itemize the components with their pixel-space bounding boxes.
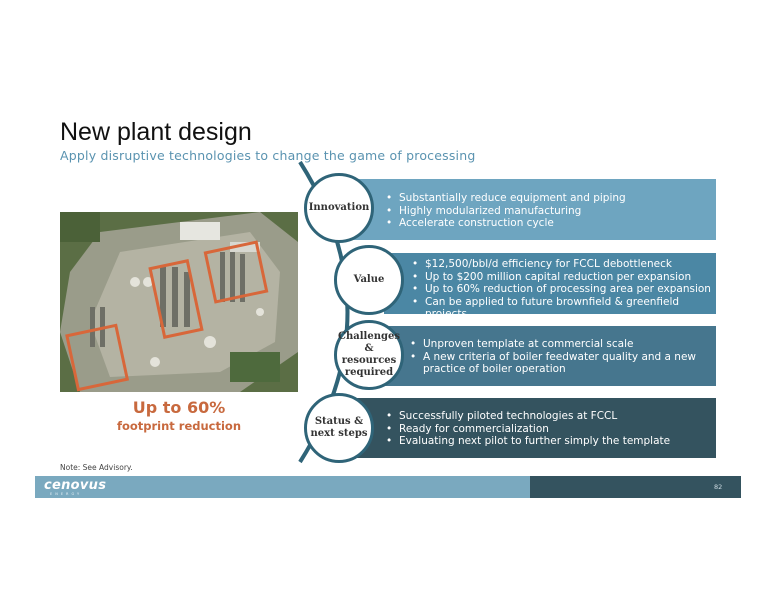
bullet-item: Successfully piloted technologies at FCC… bbox=[386, 410, 711, 423]
footprint-highlight: Up to 60% footprint reduction bbox=[60, 398, 298, 433]
bullet-item: Substantially reduce equipment and pipin… bbox=[386, 192, 711, 205]
bullet-item: Up to 60% reduction of processing area p… bbox=[412, 283, 712, 296]
value-label: Value bbox=[353, 274, 385, 285]
footer-bar-light bbox=[35, 476, 530, 498]
page-subtitle: Apply disruptive technologies to change … bbox=[60, 148, 476, 163]
bullet-item: Evaluating next pilot to further simply … bbox=[386, 435, 711, 448]
label-line: & resources bbox=[341, 343, 397, 366]
innovation-circle: Innovation bbox=[304, 173, 374, 243]
aerial-plant-image bbox=[60, 212, 298, 392]
challenges-circle: Challenges & resources required bbox=[334, 320, 404, 390]
label-line: Status & bbox=[314, 416, 364, 427]
label-line: next steps bbox=[310, 428, 368, 439]
bullet-item: A new criteria of boiler feedwater quali… bbox=[410, 351, 710, 376]
value-circle: Value bbox=[334, 245, 404, 315]
bullet-item: $12,500/bbl/d efficiency for FCCL debott… bbox=[412, 258, 712, 271]
challenges-box: Unproven template at commercial scale A … bbox=[384, 326, 716, 386]
innovation-label: Innovation bbox=[308, 202, 370, 213]
bullet-item: Accelerate construction cycle bbox=[386, 217, 711, 230]
bullet-item: Up to $200 million capital reduction per… bbox=[412, 271, 712, 284]
cenovus-logo: cenovus bbox=[44, 478, 107, 493]
status-bullets: Successfully piloted technologies at FCC… bbox=[386, 410, 711, 448]
footer-bar-dark bbox=[530, 476, 741, 498]
status-label: Status & next steps bbox=[311, 416, 368, 440]
value-bullets: $12,500/bbl/d efficiency for FCCL debott… bbox=[412, 258, 712, 321]
challenges-bullets: Unproven template at commercial scale A … bbox=[410, 338, 710, 376]
label-line: Challenges bbox=[338, 331, 400, 342]
status-circle: Status & next steps bbox=[304, 393, 374, 463]
innovation-bullets: Substantially reduce equipment and pipin… bbox=[386, 192, 711, 230]
highlight-caption: footprint reduction bbox=[116, 419, 242, 433]
cenovus-logo-sub: ENERGY bbox=[50, 492, 83, 496]
bullet-item: Highly modularized manufacturing bbox=[386, 205, 711, 218]
highlight-percent: Up to 60% bbox=[132, 398, 226, 417]
label-line: required bbox=[344, 367, 394, 378]
bullet-item: Unproven template at commercial scale bbox=[410, 338, 710, 351]
advisory-note: Note: See Advisory. bbox=[60, 463, 133, 472]
page-number: 82 bbox=[714, 483, 723, 491]
innovation-box: Substantially reduce equipment and pipin… bbox=[352, 179, 716, 240]
status-box: Successfully piloted technologies at FCC… bbox=[352, 398, 716, 458]
value-box: $12,500/bbl/d efficiency for FCCL debott… bbox=[384, 253, 716, 320]
bullet-item: Can be applied to future brownfield & gr… bbox=[412, 296, 712, 321]
bullet-item: Ready for commercialization bbox=[386, 423, 711, 436]
aerial-plant-graphic bbox=[60, 212, 298, 392]
page-title: New plant design bbox=[60, 118, 252, 146]
challenges-label: Challenges & resources required bbox=[337, 331, 401, 379]
